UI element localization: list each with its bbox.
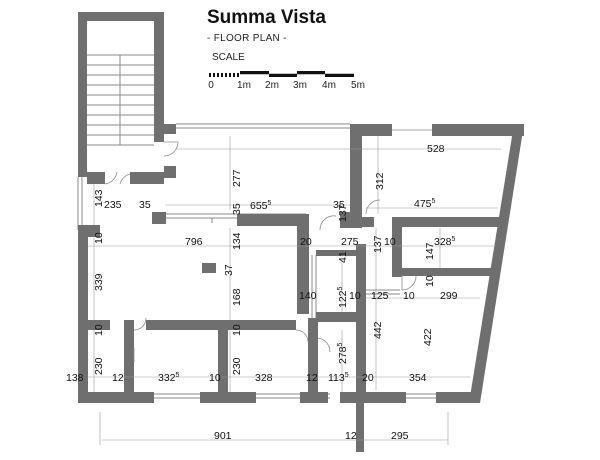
dim-295: 295 [391, 430, 409, 442]
scale-tick-0: 0 [208, 80, 214, 91]
dim-655: 6555 [250, 200, 272, 212]
dim-332: 3325 [158, 372, 180, 384]
scale-tick-1m: 1m [237, 80, 251, 91]
scale-tick-4m: 4m [322, 80, 336, 91]
dimension-labels: 277 6555 528 312 4755 143 235 35 35 35 1… [66, 143, 458, 442]
dim-277: 277 [231, 169, 243, 187]
dim-12c: 12 [345, 430, 357, 442]
dim-339: 339 [93, 273, 105, 291]
dim-168: 168 [231, 288, 243, 306]
dim-20b: 20 [362, 372, 374, 384]
scale-tick-3m: 3m [293, 80, 307, 91]
dim-475: 4755 [414, 198, 436, 210]
walls [78, 12, 524, 452]
scale-label: SCALE [212, 52, 245, 63]
dim-10h: 10 [209, 372, 221, 384]
plan-title: Summa Vista [207, 7, 326, 28]
scale-tick-5m: 5m [351, 80, 365, 91]
dim-35c: 35 [333, 199, 345, 211]
dim-10d: 10 [349, 290, 361, 302]
dim-10a: 10 [93, 232, 105, 244]
dim-278: 2785 [337, 342, 349, 364]
stair-treads [87, 54, 154, 146]
dim-125: 125 [371, 290, 389, 302]
dim-140: 140 [299, 290, 317, 302]
dim-528-text: 528 [427, 143, 445, 155]
dim-138: 138 [66, 372, 84, 384]
thin-partition-lines [77, 123, 474, 399]
dimension-lines [88, 136, 501, 445]
dim-10e: 10 [403, 290, 415, 302]
plan-subtitle: - FLOOR PLAN - [207, 33, 287, 44]
dim-312: 312 [374, 172, 386, 190]
dim-328b: 328 [255, 372, 273, 384]
dim-12b: 12 [306, 372, 318, 384]
dim-37: 37 [223, 264, 235, 276]
dim-10b: 10 [384, 236, 396, 248]
dim-122: 1225 [337, 286, 349, 308]
dim-10c: 10 [424, 275, 436, 287]
dim-442: 442 [372, 321, 384, 339]
dim-422: 422 [422, 328, 434, 346]
dim-134: 134 [231, 232, 243, 250]
dim-901: 901 [214, 430, 232, 442]
dim-299: 299 [440, 290, 458, 302]
dim-235: 235 [104, 199, 122, 211]
dim-35a: 35 [139, 199, 151, 211]
dim-35b: 35 [231, 203, 243, 215]
scale-bar [209, 71, 354, 77]
scale-tick-2m: 2m [265, 80, 279, 91]
dim-230a: 230 [93, 357, 105, 375]
dim-10f: 10 [93, 324, 105, 336]
dim-20a: 20 [300, 236, 312, 248]
dim-147: 147 [424, 242, 436, 260]
dim-41: 41 [337, 251, 349, 263]
dim-275: 275 [341, 236, 359, 248]
dim-137b: 137 [372, 235, 384, 253]
door-swings [104, 129, 432, 362]
dim-143: 143 [93, 189, 105, 207]
dim-10g: 10 [231, 324, 243, 336]
dim-354: 354 [409, 372, 427, 384]
dim-328a: 3285 [434, 236, 456, 248]
dim-113: 1135 [328, 372, 349, 384]
dim-137a: 137 [337, 204, 349, 222]
dim-230b: 230 [231, 357, 243, 375]
dim-12a: 12 [112, 372, 124, 384]
dim-796: 796 [185, 236, 203, 248]
